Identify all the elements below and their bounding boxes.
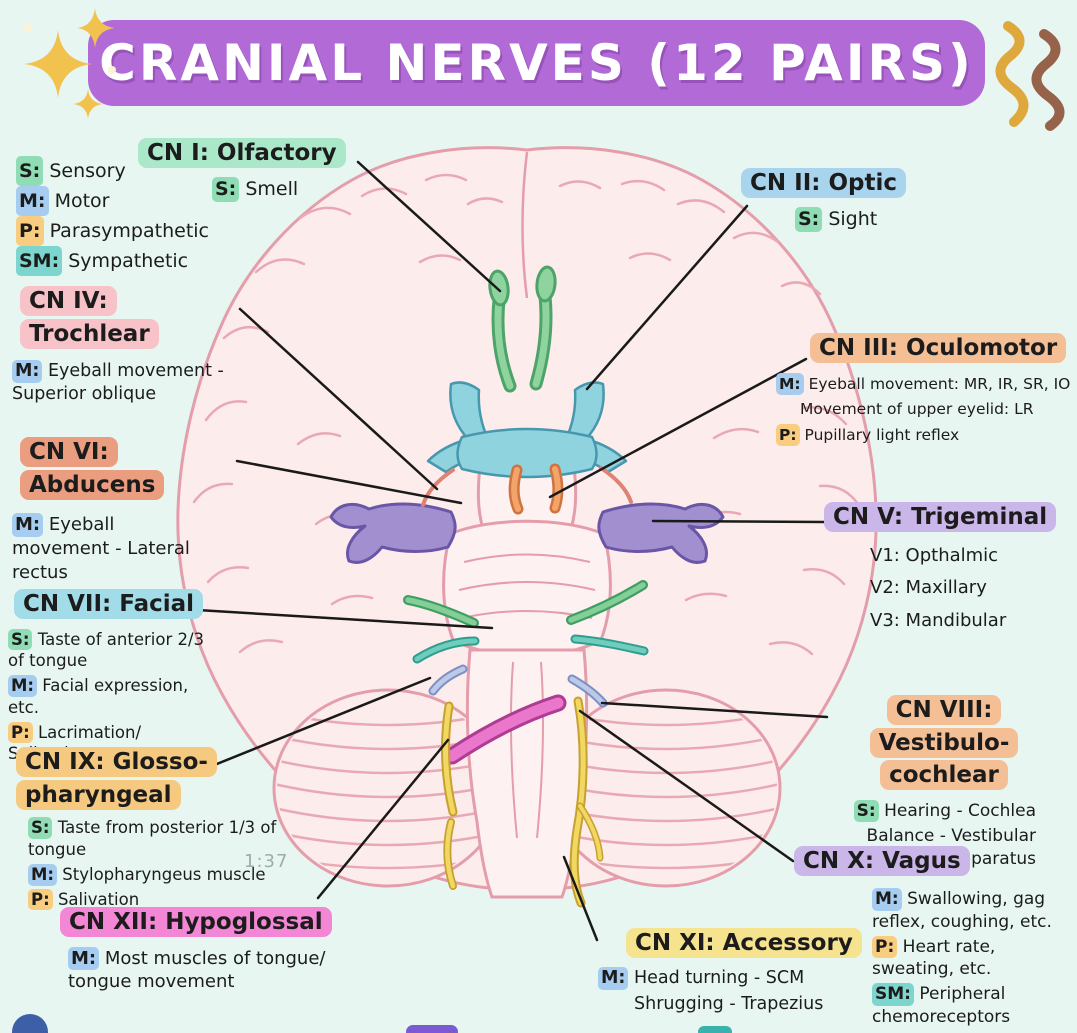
timestamp-watermark: 1:37 xyxy=(244,851,289,872)
hypoglossal-nerve xyxy=(443,694,567,765)
cn-iv-title: CN IV: Trochlear xyxy=(20,286,159,349)
cn-v-division-v3: V3: Mandibular xyxy=(870,610,1007,632)
cn-ii-function: Sight xyxy=(828,207,878,230)
legend-label-sympathetic: Sympathetic xyxy=(68,250,189,272)
cn-xii-title: CN XII: Hypoglossal xyxy=(60,907,332,937)
legend-chip-motor: M: xyxy=(16,186,49,216)
modality-chip: P: xyxy=(776,423,800,447)
cn-iii-function: Eyeball movement: MR, IR, SR, IO xyxy=(808,374,1071,393)
cn-v-division-v1: V1: Opthalmic xyxy=(870,544,999,566)
modality-chip: P: xyxy=(8,721,33,744)
cn-iv-function: Eyeball movement - Superior oblique xyxy=(12,361,224,405)
legend-chip-sensory: S: xyxy=(16,156,44,186)
medulla-pyramid-line xyxy=(536,661,545,839)
modality-chip: M: xyxy=(12,513,44,538)
legend: S: Sensory M: Motor P: Parasympathetic S… xyxy=(16,156,209,276)
label-cn-iv-trochlear: CN IV: Trochlear M: Eyeball movement - S… xyxy=(12,285,244,410)
cn-i-title: CN I: Olfactory xyxy=(138,138,346,168)
label-cn-ix-glossopharyngeal: CN IX: Glosso-pharyngeal S: Taste from p… xyxy=(12,746,312,913)
cn-ix-function: Salivation xyxy=(57,889,140,909)
label-cn-xi-accessory: CN XI: Accessory M: Head turning - SCM S… xyxy=(598,927,898,1019)
modality-chip: S: xyxy=(28,817,53,840)
cropped-footer-purple xyxy=(406,1025,458,1033)
cn-vii-title: CN VII: Facial xyxy=(14,589,204,619)
modality-chip: M: xyxy=(28,863,58,886)
label-cn-vi-abducens: CN VI: Abducens M: Eyeball movement - La… xyxy=(12,436,208,588)
label-cn-x-vagus: CN X: Vagus M: Swallowing, gag reflex, c… xyxy=(794,845,1056,1032)
modality-chip: M: xyxy=(12,360,43,384)
cn-ix-title: CN IX: Glosso-pharyngeal xyxy=(16,747,217,810)
cn-iii-function: Movement of upper eyelid: LR xyxy=(800,400,1034,419)
modality-chip: S: xyxy=(795,206,823,232)
label-cn-v-trigeminal: CN V: Trigeminal V1: Opthalmic V2: Maxil… xyxy=(824,501,1057,636)
legend-label-parasympathetic: Parasympathetic xyxy=(49,220,209,242)
modality-chip: M: xyxy=(872,887,902,911)
longitudinal-fissure xyxy=(521,151,529,299)
cn-vi-title: CN VI: Abducens xyxy=(20,437,165,500)
modality-chip: S: xyxy=(8,628,33,651)
page-title: CRANIAL NERVES (12 PAIRS) xyxy=(99,34,974,92)
cn-xi-title: CN XI: Accessory xyxy=(626,928,862,958)
modality-chip: M: xyxy=(68,946,100,971)
legend-label-motor: Motor xyxy=(54,190,110,212)
medulla xyxy=(465,648,589,899)
modality-chip: P: xyxy=(872,935,898,959)
legend-item-sympathetic: SM: Sympathetic xyxy=(16,246,209,276)
cn-ii-title: CN II: Optic xyxy=(741,168,906,198)
glossopharyngeal-vagus-rootlets xyxy=(428,664,608,708)
cn-viii-function: Balance - Vestibular apparatus xyxy=(866,826,1036,869)
modality-chip: S: xyxy=(212,176,240,202)
cn-x-function: Swallowing, gag reflex, coughing, etc. xyxy=(872,888,1052,932)
squiggle-icon xyxy=(995,21,1065,131)
legend-label-sensory: Sensory xyxy=(49,160,126,182)
cropped-footer-teal xyxy=(698,1026,732,1033)
legend-chip-sympathetic: SM: xyxy=(16,246,63,276)
cn-iii-function: Pupillary light reflex xyxy=(804,425,960,444)
cn-xii-function: Most muscles of tongue/ tongue movement xyxy=(68,947,326,993)
modality-chip: SM: xyxy=(872,983,914,1007)
label-cn-ii-optic: CN II: Optic S: Sight xyxy=(741,167,906,232)
title-banner: CRANIAL NERVES (12 PAIRS) xyxy=(88,20,985,106)
label-cn-xii-hypoglossal: CN XII: Hypoglossal M: Most muscles of t… xyxy=(54,906,368,994)
cropped-footer-circle xyxy=(12,1014,48,1033)
cn-x-function: Peripheral chemoreceptors xyxy=(872,984,1011,1028)
cn-viii-title: CN VIII: Vestibulo-cochlear xyxy=(869,695,1019,791)
modality-chip: S: xyxy=(853,799,879,823)
cn-x-title: CN X: Vagus xyxy=(794,846,970,876)
label-cn-vii-facial: CN VII: Facial S: Taste of anterior 2/3 … xyxy=(8,588,218,768)
legend-item-motor: M: Motor xyxy=(16,186,209,216)
cn-viii-function: Hearing - Cochlea xyxy=(884,800,1036,821)
cn-iii-title: CN III: Oculomotor xyxy=(810,333,1067,363)
cn-i-function: Smell xyxy=(245,177,299,200)
label-cn-viii-vestibulocochlear: CN VIII: Vestibulo-cochlear S: Hearing -… xyxy=(826,694,1062,873)
modality-chip: P: xyxy=(28,888,53,911)
cn-xi-function: Shrugging - Trapezius xyxy=(634,993,824,1014)
cn-vii-function: Taste of anterior 2/3 of tongue xyxy=(8,629,205,671)
sparkles-icon xyxy=(24,8,116,119)
cn-x-function: Heart rate, sweating, etc. xyxy=(872,936,996,980)
modality-chip: M: xyxy=(776,372,804,396)
cn-v-division-v2: V2: Maxillary xyxy=(870,577,987,599)
modality-chip: M: xyxy=(8,675,38,697)
olfactory-tracts xyxy=(488,265,557,393)
cn-ix-function: Stylopharyngeus muscle xyxy=(62,864,266,884)
legend-item-sensory: S: Sensory xyxy=(16,156,209,186)
trigeminal-nerve-roots xyxy=(329,502,725,564)
legend-chip-parasympathetic: P: xyxy=(16,216,44,246)
label-cn-i-olfactory: CN I: Olfactory S: Smell xyxy=(138,137,346,202)
medulla-pyramid-line xyxy=(509,661,518,839)
cn-ix-function: Taste from posterior 1/3 of tongue xyxy=(28,818,277,860)
cn-vii-function: Facial expression, etc. xyxy=(8,676,189,717)
legend-item-parasympathetic: P: Parasympathetic xyxy=(16,216,209,246)
cn-v-title: CN V: Trigeminal xyxy=(824,502,1057,532)
modality-chip: M: xyxy=(598,966,629,990)
label-cn-iii-oculomotor: CN III: Oculomotor M: Eyeball movement: … xyxy=(776,332,1072,449)
cn-vi-function: Eyeball movement - Lateral rectus xyxy=(12,514,190,583)
vestibulocochlear-nerves xyxy=(412,634,649,664)
cn-xi-function: Head turning - SCM xyxy=(634,967,805,988)
